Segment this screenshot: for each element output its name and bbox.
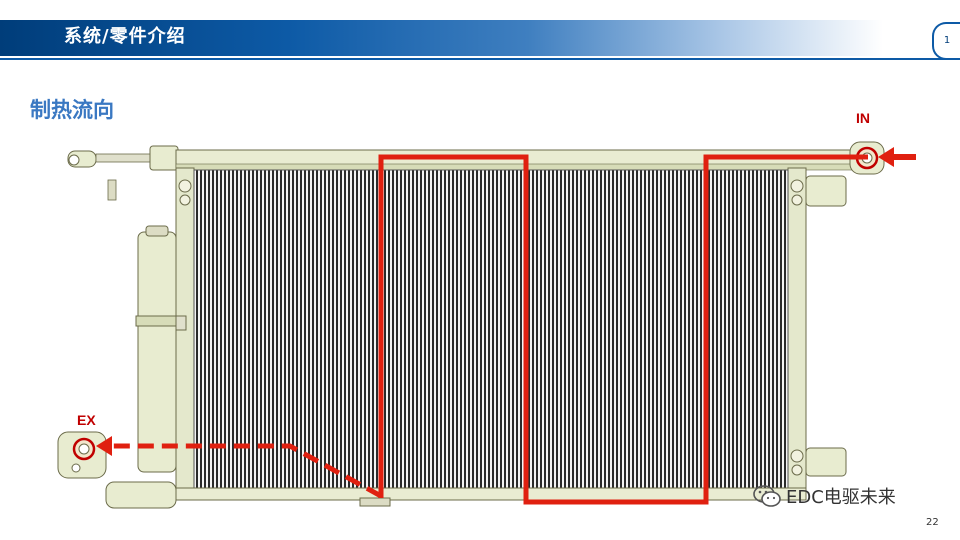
inlet-label: IN: [856, 110, 870, 126]
slide-header-title: 系统/零件介绍: [64, 26, 186, 47]
right-tank-bolt: [791, 464, 803, 476]
bottom-manifold: [175, 487, 807, 501]
right-tank-bolt: [791, 194, 803, 206]
exhaust-label: EX: [77, 412, 96, 428]
receiver-dryer: [105, 225, 187, 509]
watermark: EDC电驱未来: [752, 483, 896, 509]
section-title: 制热流向: [30, 98, 114, 122]
header-band: [0, 20, 960, 56]
exhaust-fitting: [57, 431, 107, 479]
bottom-mount-tab: [359, 497, 391, 507]
refrigerant-return-path: [108, 443, 383, 499]
right-tank-bolt: [790, 179, 804, 193]
watermark-text: EDC电驱未来: [786, 487, 896, 508]
right-bracket-top: [805, 175, 847, 207]
header-rule: [0, 58, 960, 60]
right-bracket-bottom: [805, 447, 847, 477]
exhaust-arrow-icon: [96, 436, 112, 456]
page-number: 22: [926, 517, 939, 528]
top-manifold-rib: [175, 163, 857, 171]
top-left-pipe-fitting: [67, 145, 179, 201]
inlet-arrow-icon: [878, 147, 916, 167]
left-tank-bolt: [178, 179, 192, 193]
wechat-icon: [753, 485, 781, 507]
refrigerant-flow-path: [378, 154, 868, 505]
left-tank-bolt: [179, 194, 191, 206]
page-tab: 1: [932, 22, 960, 60]
fin-core: [193, 169, 789, 489]
right-tank-bolt: [790, 449, 804, 463]
right-header-tank: [787, 167, 807, 489]
